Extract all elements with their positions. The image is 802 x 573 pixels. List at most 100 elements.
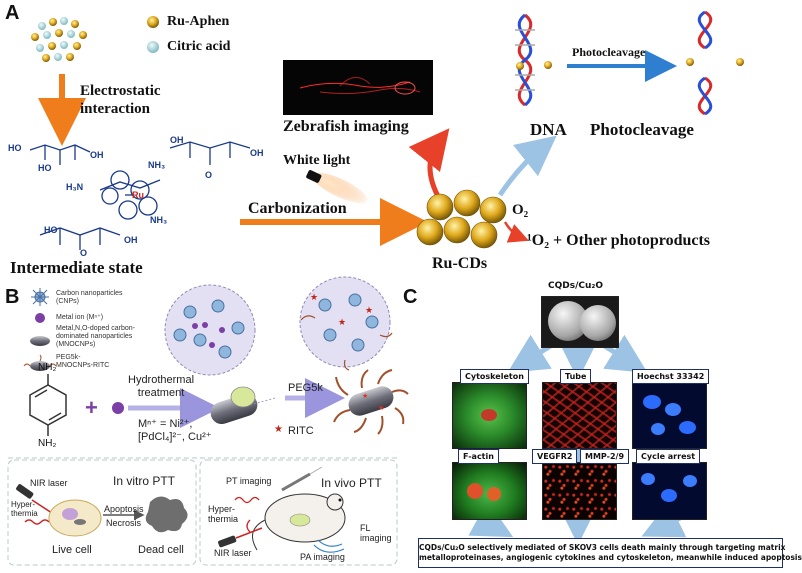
intermediate-structure	[29, 141, 251, 250]
peg-rod-legend-icon	[23, 354, 57, 371]
cytoskeleton-box: Cytoskeleton	[460, 369, 529, 384]
metal-ion-icon	[112, 402, 124, 414]
dead-cell-label: Dead cell	[138, 544, 184, 556]
chem-oh-3: OH	[250, 148, 264, 158]
dna-helix-cleaved	[697, 10, 713, 116]
mnocnp-rod	[210, 386, 258, 425]
invitro-hyperthermia-label: Hyper- thermia	[11, 500, 38, 518]
invitro-box	[7, 459, 197, 566]
invitro-title: In vitro PTT	[113, 474, 176, 488]
cnp-legend-icon	[31, 288, 49, 306]
chem-ho-1: HO	[8, 143, 22, 153]
dna-label: DNA	[530, 120, 567, 139]
svg-text:★: ★	[362, 392, 368, 400]
ritc-label: RITC	[288, 425, 314, 437]
invivo-hyperthermia-label: Hyper- thermia	[208, 504, 239, 524]
pa-imaging-label: PA imaging	[300, 552, 345, 562]
phenylenediamine-ring	[29, 374, 67, 436]
chem-oh-2: OH	[170, 135, 184, 145]
invitro-nir-label: NIR laser	[30, 478, 68, 488]
chem-nh3-1: NH₃	[148, 160, 166, 170]
cycle-arrest-micrograph	[632, 462, 707, 520]
oxygen-arrow	[503, 221, 529, 243]
carbonization-label: Carbonization	[248, 200, 347, 217]
chem-oh-1: OH	[90, 150, 104, 160]
vegfr2-box: VEGFR2	[532, 449, 578, 464]
intermediate-label: Intermediate state	[10, 258, 143, 277]
zebrafish-image	[283, 60, 433, 115]
plus-sign: +	[85, 395, 98, 420]
photocleavage-arrow-label: Photocleavage	[572, 45, 646, 59]
zebrafish-label: Zebrafish imaging	[283, 118, 409, 135]
chem-ho-3: HO	[44, 225, 58, 235]
pt-heat-wave	[234, 496, 260, 504]
invivo-title: In vivo PTT	[321, 476, 382, 490]
f-actin-box: F-actin	[458, 449, 499, 464]
tube-micrograph	[542, 382, 617, 449]
peg5k-label: PEG5k	[288, 382, 323, 394]
hoechst-box: Hoechst 33342	[632, 369, 710, 384]
cytoskeleton-micrograph	[452, 382, 527, 449]
nh2-bottom-label: NH₂	[38, 438, 57, 449]
apoptosis-label: Apoptosis	[104, 504, 144, 514]
cnp-zoom-content	[173, 299, 245, 359]
svg-text:★: ★	[338, 317, 346, 327]
chem-h3n-1: H₃N	[66, 182, 84, 192]
syringe-icon	[281, 466, 323, 492]
nh2-top-label: NH₂	[38, 362, 57, 373]
panel-a-letter: A	[5, 2, 20, 24]
peg-zoom-content: ★ ★ ★	[300, 292, 393, 371]
mmp-box: MMP-2/9	[580, 449, 630, 464]
ru-cds-cluster	[416, 189, 507, 249]
conclusion-box: CQDs/Cu₂O selectively mediated of SKOV3 …	[418, 538, 802, 568]
chem-ho-2: HO	[38, 163, 52, 173]
legend-peg-label: PEG5k- MNOCNPs-RITC	[56, 354, 110, 369]
citric-acid-legend-icon	[147, 41, 159, 53]
svg-text:★: ★	[310, 292, 318, 302]
dna-helix-intact	[515, 13, 535, 107]
invivo-box	[199, 459, 398, 566]
mnocnp-legend-icon	[30, 336, 50, 346]
zebrafish-glow	[299, 77, 421, 95]
ru-aphen-label: Ru-Aphen	[167, 14, 230, 29]
necrosis-label: Necrosis	[106, 518, 142, 528]
metal-ion-legend-icon	[35, 313, 45, 323]
dna-photocleavage-label: Photocleavage	[590, 120, 694, 139]
dna-arrow	[497, 135, 557, 197]
chem-o-2: O	[80, 248, 88, 258]
panel-c-letter: C	[403, 286, 418, 308]
chem-ru: Ru	[132, 190, 144, 200]
f-actin-micrograph	[452, 462, 527, 520]
invivo-laser-icon	[218, 527, 263, 548]
ritc-star-icon: ★	[274, 424, 283, 435]
svg-text:★: ★	[378, 404, 384, 412]
legend-cnp-label: Carbon nanoparticles (CNPs)	[56, 290, 123, 305]
chem-nh3-2: NH₃	[150, 215, 168, 225]
zebrafish-arrow	[408, 128, 450, 202]
fl-imaging-label: FL imaging	[360, 523, 392, 543]
legend-metal-ion-label: Metal ion (Mⁿ⁺)	[56, 314, 104, 321]
pt-imaging-label: PT imaging	[226, 476, 272, 486]
hoechst-micrograph	[632, 382, 707, 449]
hydrothermal-label: Hydrothermal treatment	[128, 374, 195, 399]
citric-acid-label: Citric acid	[167, 39, 231, 54]
dead-cell-icon	[145, 496, 188, 533]
heat-wave-icon	[24, 519, 50, 525]
chem-oh-4: OH	[124, 235, 138, 245]
cycle-arrest-box: Cycle arrest	[636, 449, 701, 464]
ru-aphen-legend-icon	[147, 16, 159, 28]
white-light-label: White light	[283, 153, 351, 168]
o2-label: O₂	[512, 202, 529, 218]
peg-rod: ★ ★	[333, 369, 409, 435]
legend-mnocnp-label: Metal,N,O-doped carbon- dominated nanopa…	[56, 325, 135, 348]
invivo-nir-label: NIR laser	[214, 548, 252, 558]
electrostatic-label: Electrostatic interaction	[80, 83, 161, 117]
panel-b-letter: B	[5, 286, 20, 308]
svg-text:★: ★	[365, 305, 373, 315]
flashlight-icon	[306, 170, 368, 204]
tube-box: Tube	[560, 369, 592, 384]
metals-label: Mⁿ⁺ = Ni²⁺, [PdCl₄]²⁻, Cu²⁺	[138, 418, 212, 443]
chem-o-1: O	[205, 170, 213, 180]
